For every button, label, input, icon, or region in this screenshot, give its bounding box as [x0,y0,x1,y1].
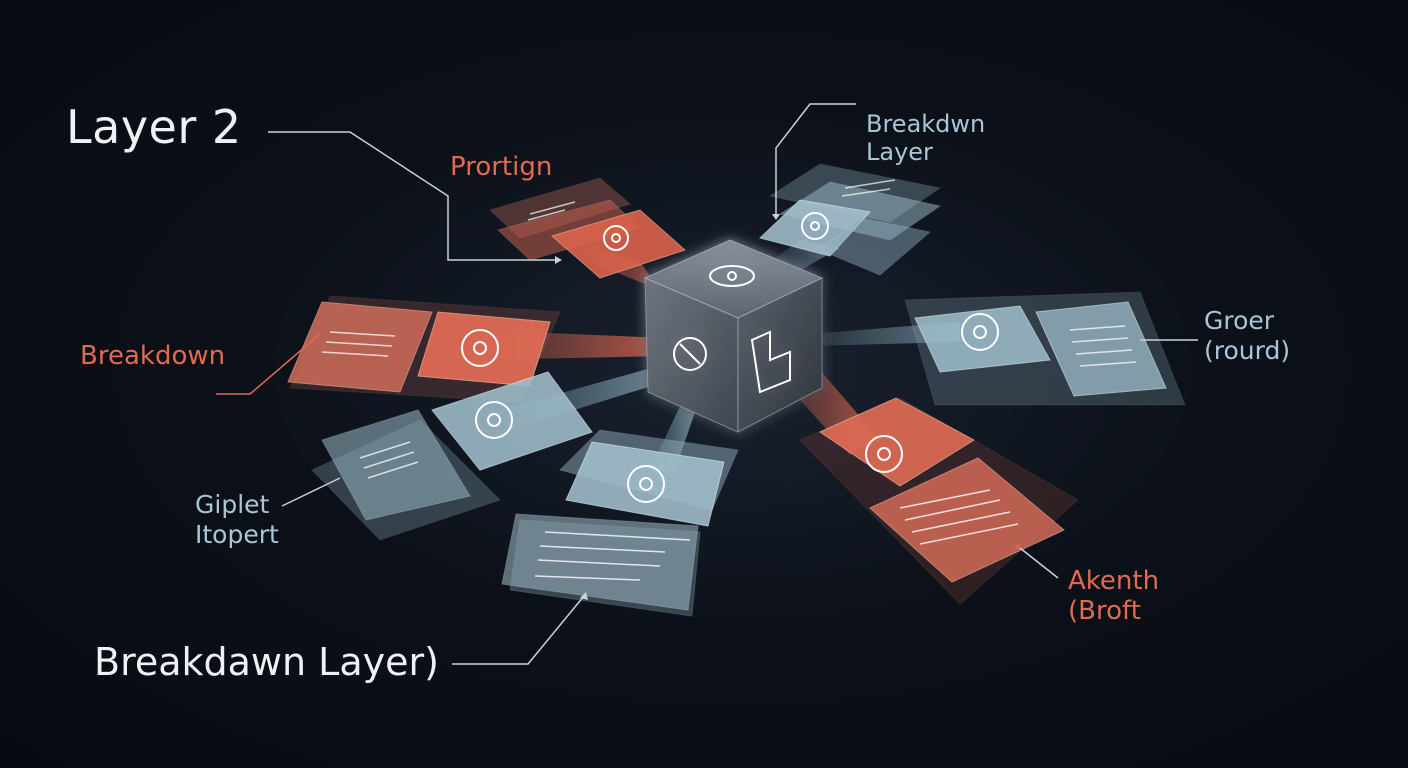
card-stack-giplet [311,371,593,541]
card-stack-breakdown [287,295,561,403]
leader-breakdown [216,333,321,395]
leader-layer-2 [268,131,555,261]
label-breakdawn-layer-bottom: Breakdawn Layer) [94,640,439,684]
card-stack-bottom [501,429,739,617]
label-akenth-line2: (Broft [1068,596,1141,626]
central-cube [643,239,824,433]
tool-icon [673,337,707,371]
label-groer-line1: Groer [1204,306,1275,335]
label-giplet-line1: Giplet [195,490,270,519]
card-stack-breakdwn-layer [759,163,942,276]
label-breakdown-left: Breakdown [80,341,226,371]
leader-breakdawn-bottom [452,595,585,665]
label-layer-2: Layer 2 [66,100,242,154]
label-protign: Prortign [450,152,553,182]
leader-giplet [281,477,341,507]
label-breakdwn-layer-line2: Layer [866,138,933,166]
tool-cycle-icon [475,401,513,439]
leader-breakdwn-layer [775,103,856,214]
card-stack-protign [489,177,686,279]
leader-arrowheads [555,214,1020,600]
label-groer-line2: (rourd) [1204,336,1291,365]
leader-lines [216,103,1198,665]
tool-cycle-icon [627,465,665,503]
circuit-icon [750,330,791,394]
card-stack-groer [904,291,1186,406]
label-giplet-line2: Itopert [195,520,279,549]
cycle-icon [865,435,903,473]
cycle-icon [603,225,629,251]
label-breakdwn-layer-line1: Breakdwn [866,110,986,138]
cycle-icon [461,329,499,367]
tool-cycle-icon [801,212,829,240]
leader-akenth [1019,547,1059,579]
card-stack-akenth [799,397,1079,605]
cycle-icon [961,313,999,351]
label-akenth-line1: Akenth [1068,566,1160,596]
gear-icon [709,265,755,287]
